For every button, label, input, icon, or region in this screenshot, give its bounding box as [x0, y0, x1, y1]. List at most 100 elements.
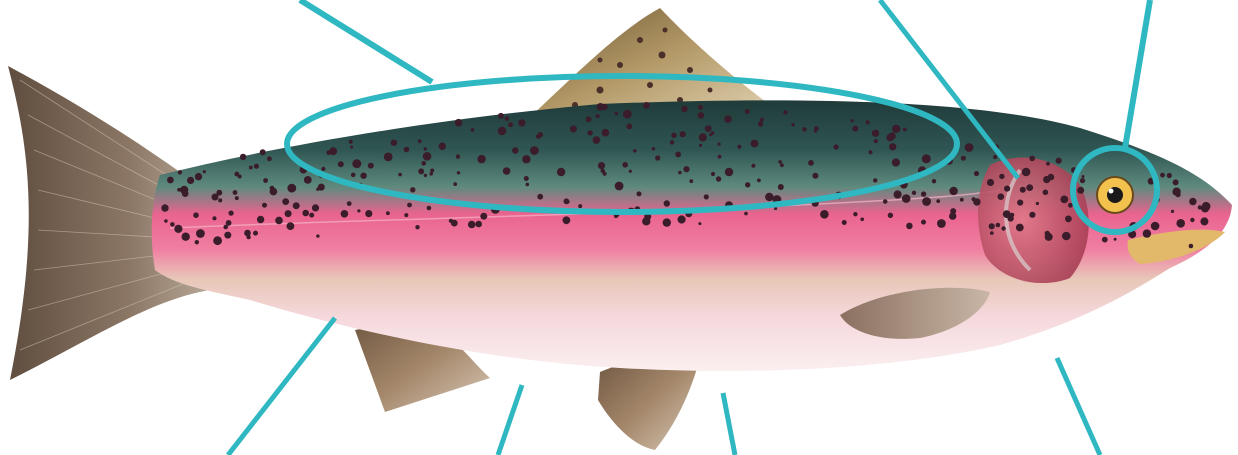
body-spot — [1160, 173, 1165, 178]
body-spot — [921, 220, 926, 225]
body-spot — [1020, 187, 1026, 193]
body-spot — [287, 184, 296, 193]
body-spot — [778, 184, 784, 190]
body-spot — [522, 155, 530, 163]
body-spot — [866, 120, 870, 124]
body-spot — [615, 182, 624, 191]
body-spot — [418, 168, 424, 174]
body-spot — [892, 125, 900, 133]
body-spot — [238, 175, 242, 179]
body-spot — [889, 143, 896, 150]
body-spot — [852, 126, 858, 132]
body-spot — [652, 147, 656, 151]
body-spot — [475, 221, 482, 228]
body-spot — [780, 163, 784, 167]
body-spot — [1176, 219, 1185, 228]
callout-anal-fin — [498, 385, 522, 455]
body-spot — [557, 168, 565, 176]
body-spot — [664, 200, 670, 206]
body-spot — [244, 232, 247, 235]
body-spot — [178, 170, 182, 174]
body-spot — [505, 116, 510, 121]
body-spot — [745, 182, 750, 187]
body-spot — [593, 136, 601, 144]
body-spot — [791, 123, 794, 126]
body-spot — [254, 164, 259, 169]
body-spot — [1017, 200, 1023, 206]
body-spot — [974, 171, 979, 176]
body-spot — [902, 194, 911, 203]
body-spot — [193, 212, 199, 218]
body-spot — [350, 146, 353, 149]
body-spot — [386, 211, 390, 215]
body-spot — [449, 219, 453, 223]
body-spot — [675, 152, 681, 158]
body-spot — [655, 155, 660, 160]
body-spot — [744, 212, 748, 216]
body-spot — [999, 174, 1004, 179]
body-spot — [778, 160, 782, 164]
body-spot — [872, 130, 879, 137]
body-spot — [1114, 238, 1117, 241]
body-spot — [718, 155, 722, 159]
body-spot — [680, 131, 686, 137]
body-spot — [892, 158, 900, 166]
body-spot — [439, 143, 446, 150]
body-spot — [873, 178, 877, 182]
body-spot — [615, 112, 619, 116]
body-spot — [182, 233, 190, 241]
body-spot — [415, 225, 419, 229]
body-spot — [1202, 202, 1211, 211]
body-spot — [524, 176, 529, 181]
body-spot — [906, 223, 913, 230]
body-spot — [1046, 162, 1050, 166]
body-spot — [263, 178, 268, 183]
body-spot — [167, 177, 174, 184]
body-spot — [477, 155, 485, 163]
body-spot — [455, 119, 463, 127]
body-spot — [480, 213, 487, 220]
body-spot — [601, 169, 605, 173]
body-spot — [596, 114, 600, 118]
body-spot — [626, 124, 632, 130]
gill-cover — [978, 158, 1089, 284]
body-spot — [321, 167, 325, 171]
body-spot — [471, 128, 475, 132]
body-spot — [751, 140, 759, 148]
body-spot — [751, 164, 755, 168]
body-spot — [894, 190, 902, 198]
body-spot — [1077, 187, 1084, 194]
body-spot — [802, 127, 807, 132]
body-spot — [1080, 178, 1085, 183]
body-spot — [922, 154, 931, 163]
body-spot — [1173, 179, 1179, 185]
body-spot — [998, 193, 1005, 200]
body-spot — [312, 204, 319, 211]
body-spot — [1022, 168, 1031, 177]
body-spot — [468, 221, 476, 229]
body-spot — [180, 186, 188, 194]
body-spot — [987, 179, 994, 186]
body-spot — [203, 170, 206, 173]
body-spot — [537, 194, 543, 200]
body-spot — [698, 112, 705, 119]
body-spot — [216, 190, 222, 196]
body-spot — [275, 217, 283, 225]
callout-belly — [1057, 358, 1100, 455]
body-spot — [421, 161, 426, 166]
body-spot — [760, 118, 764, 122]
body-spot — [996, 223, 1001, 228]
body-spot — [309, 213, 314, 218]
body-spot — [518, 119, 525, 126]
body-spot — [161, 204, 168, 211]
body-spot — [512, 147, 518, 153]
body-spot — [745, 109, 750, 114]
body-spot — [1016, 224, 1024, 232]
body-spot — [1189, 244, 1194, 249]
body-spot — [429, 172, 433, 176]
body-spot — [724, 115, 732, 123]
body-spot — [601, 104, 607, 110]
body-spot — [716, 176, 721, 181]
body-spot — [391, 140, 397, 146]
